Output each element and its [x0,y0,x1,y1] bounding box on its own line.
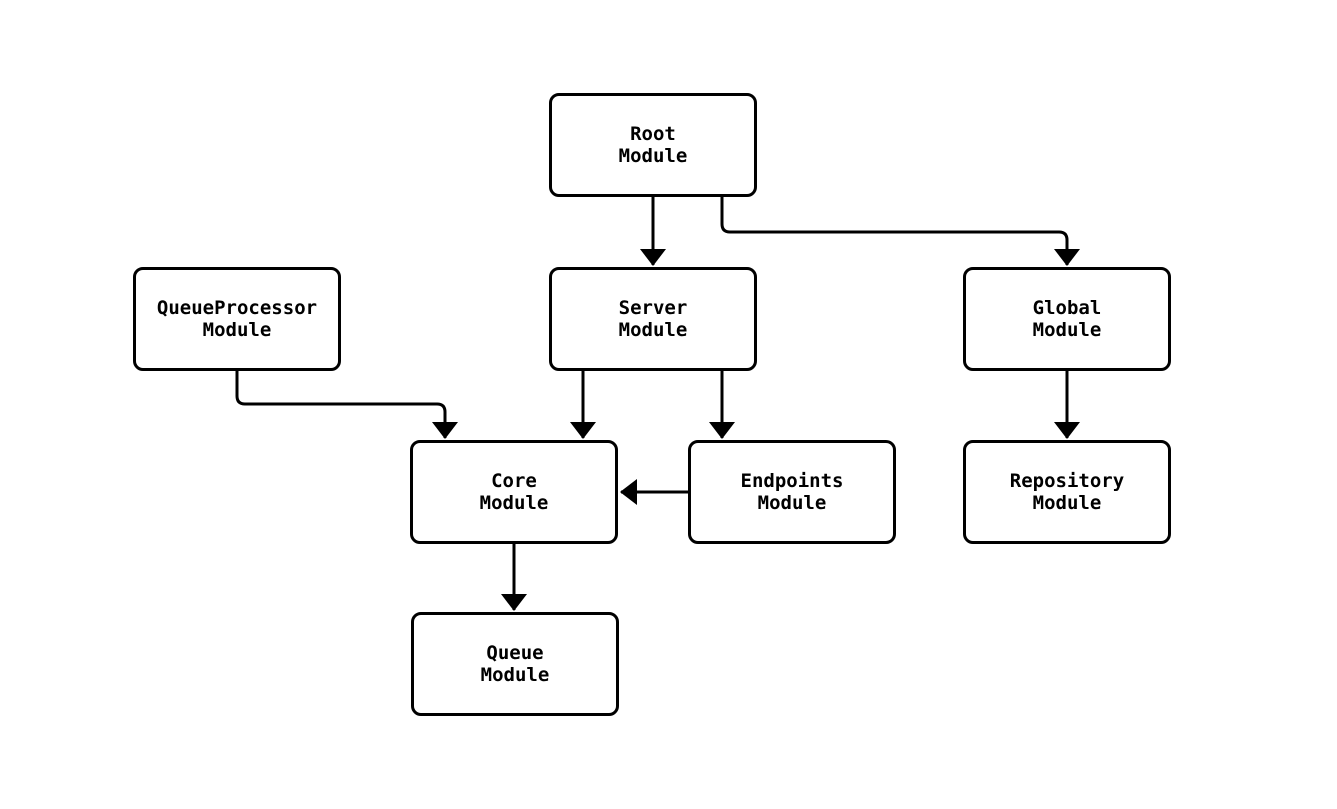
node-root-module-label: Root Module [618,123,688,167]
node-endpoints-module: Endpoints Module [688,440,896,544]
node-global-module: Global Module [963,267,1171,371]
node-global-module-label: Global Module [1032,297,1102,341]
edge-queueprocessor-to-core [235,371,458,439]
node-queue-module: Queue Module [411,612,619,716]
node-queue-module-label: Queue Module [480,642,550,686]
node-root-module: Root Module [549,93,757,197]
node-queueprocessor-module-label: QueueProcessor Module [156,297,318,341]
node-repository-module-label: Repository Module [1009,470,1125,514]
node-endpoints-module-label: Endpoints Module [740,470,844,514]
node-core-module-label: Core Module [479,470,549,514]
node-repository-module: Repository Module [963,440,1171,544]
node-core-module: Core Module [410,440,618,544]
node-queueprocessor-module: QueueProcessor Module [133,267,341,371]
node-server-module-label: Server Module [618,297,688,341]
edge-root-to-global [720,197,1080,266]
node-server-module: Server Module [549,267,757,371]
